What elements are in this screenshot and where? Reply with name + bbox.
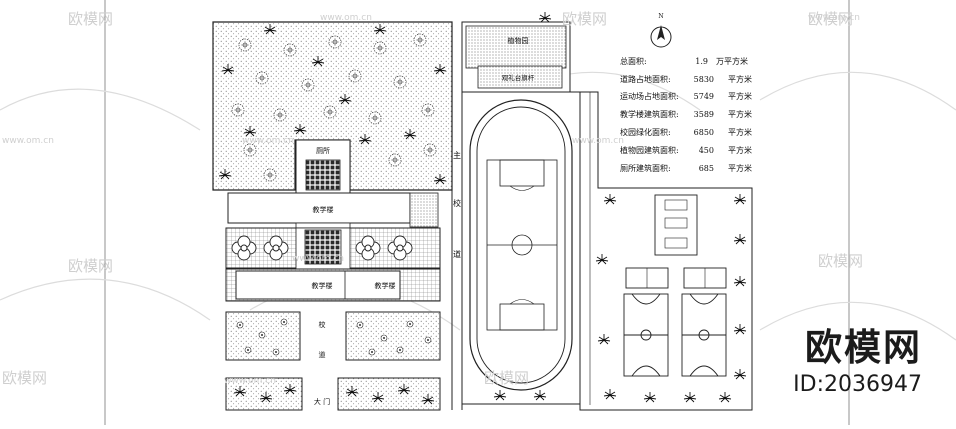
running-track [461,91,581,405]
watermark-brand-2: 欧模网 [562,10,607,28]
main-gate-label: 大 门 [314,397,330,406]
stat-value-sports: 5749 [694,92,714,101]
watermark-brand-3: 欧模网 [808,10,853,28]
watermark-urls: www.om.cn www.om.cn www.om.cn www.om.cn … [2,13,860,386]
basketball-court-east [681,293,727,377]
north-label: N [658,13,663,20]
watermark-url-1: www.om.cn [320,13,372,23]
watermark-url-7: www.om.cn [224,376,276,386]
watermark-brand-6: 欧模网 [2,369,47,387]
botanical-garden-planting [465,25,567,69]
watermark-url-2: www.om.cn [808,13,860,23]
teaching-building-left-label: 教学楼 [312,281,333,290]
toilet-label: 厕所 [316,146,330,155]
watermark-brand-4: 欧模网 [68,257,113,275]
stat-value-total: 1.9 [695,57,708,66]
building-side-planting [409,192,439,228]
watermark-brand-7: 欧模网 [484,369,529,387]
stat-value-teaching: 3589 [694,110,714,119]
central-hatch [304,229,342,265]
flag-stage-label: 观礼台旗杆 [502,73,535,82]
botanical-garden-label: 植物园 [508,36,529,45]
stat-label-sports: 运动场占地面积: [620,91,679,101]
brand-id: ID:2036947 [793,372,922,397]
toilet-hatch [305,159,341,191]
gate-lawn-east [337,377,441,411]
stat-label-green: 校园绿化面积: [620,127,671,137]
volleyball-court [654,194,698,256]
watermark-brand-1: 欧模网 [68,10,113,28]
watermark-url-6: www.om.cn [292,254,344,264]
gate-road-char-1: 校 [319,320,326,329]
stat-unit-green: 平方米 [728,127,752,137]
basketball-court-west [623,293,669,377]
main-road-char-2: 校 [453,198,461,208]
stat-label-total: 总面积: [620,56,647,66]
stat-label-toilet: 厕所建筑面积: [620,163,671,173]
stat-unit-sports: 平方米 [728,91,752,101]
stat-unit-botanical: 平方米 [728,145,752,155]
garden-tree [538,11,552,23]
north-arrow: N [650,13,672,48]
stat-unit-toilet: 平方米 [728,163,752,173]
teaching-building-south [235,270,401,300]
main-road-char-3: 道 [453,249,461,259]
stat-value-toilet: 685 [699,164,714,173]
teaching-building-north-label: 教学楼 [313,205,334,214]
watermark-url-5: www.om.cn [572,136,624,146]
brand-name: 欧模网 [805,326,922,369]
stat-value-botanical: 450 [699,146,714,155]
stat-unit-teaching: 平方米 [728,109,752,119]
brand-stamp: 欧模网 ID:2036947 [793,328,922,398]
stat-unit-road: 平方米 [728,74,752,84]
main-road-char-1: 主 [453,150,461,160]
watermark-marks: 欧模网 欧模网 欧模网 欧模网 欧模网 欧模网 欧模网 [2,10,863,387]
watermark-brand-5: 欧模网 [818,252,863,270]
stat-value-green: 6850 [694,128,714,137]
gate-road-char-2: 道 [319,350,326,359]
watermark-url-3: www.om.cn [2,136,54,146]
stat-unit-total: 万平方米 [716,56,748,66]
teaching-building-right-label: 教学楼 [375,281,396,290]
stat-label-road: 道路占地面积: [620,74,671,84]
stat-value-road: 5830 [694,75,714,84]
plaza-lawn-east [345,311,441,361]
flag-stage-area [477,65,563,89]
watermark-url-4: www.om.cn [242,136,294,146]
stat-label-botanical: 植物园建筑面积: [620,145,679,155]
stat-label-teaching: 教学楼建筑面积: [620,109,679,119]
teaching-building-north [227,192,411,224]
flower-beds [231,235,413,261]
gate-lawn-west [225,377,303,411]
area-statistics: 总面积: 1.9 万平方米 道路占地面积: 5830 平方米 运动场占地面积: … [620,56,752,173]
